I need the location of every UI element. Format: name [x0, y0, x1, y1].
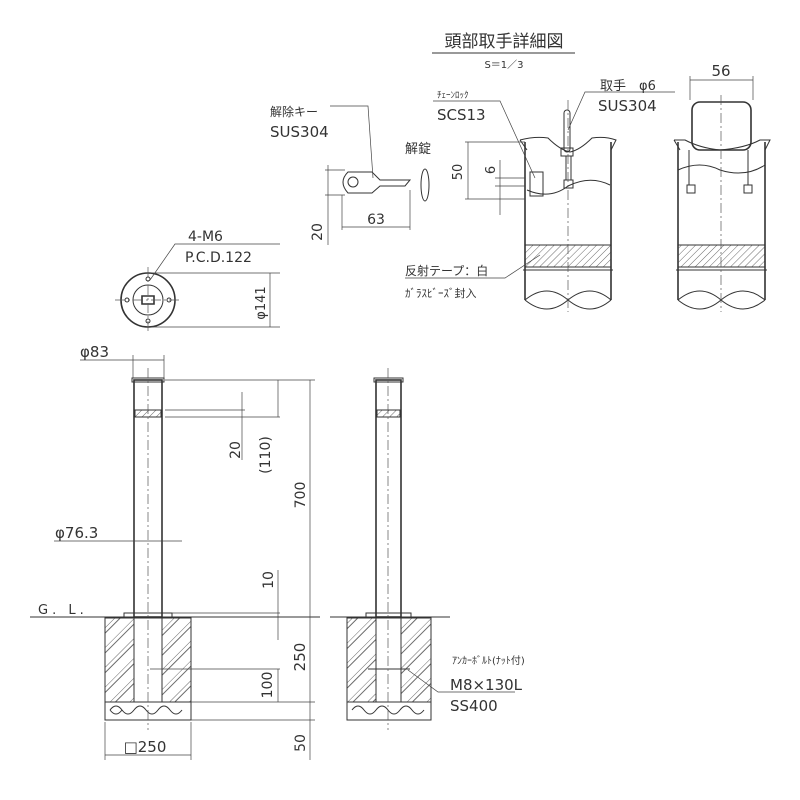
handle-loop: [691, 101, 752, 151]
flange-plan: 4-M6 P.C.D.122 φ141: [115, 229, 280, 333]
unlock-label: 解錠: [405, 142, 431, 157]
gravel-depth-dim: 50: [293, 734, 309, 752]
flange-pcd: P.C.D.122: [185, 250, 252, 266]
height-dim: 700: [293, 482, 309, 509]
glass-beads-label: ｶﾞﾗｽﾋﾞｰｽﾞ封入: [405, 286, 477, 300]
key-material: SUS304: [270, 123, 329, 141]
reflective-tape-label: 反射テープ：白: [405, 263, 488, 278]
head-detail-side: 56: [673, 62, 771, 312]
detail-scale: S＝1／3: [484, 59, 523, 71]
foundation-width-dim: □250: [124, 738, 167, 756]
anchor-material: SS400: [450, 697, 498, 715]
dim-6: 6: [484, 166, 499, 174]
base-gap-dim: 10: [261, 571, 277, 589]
head-detail-front: 50 6 取手 φ6 SUS304 ﾁｪｰﾝﾛｯｸ SCS13 反射テープ：白 …: [405, 79, 675, 312]
handle-rod: [563, 109, 571, 153]
anchor-label: ｱﾝｶｰﾎﾞﾙﾄ(ﾅｯﾄ付): [452, 654, 525, 667]
side-elevation: ｱﾝｶｰﾎﾞﾙﾄ(ﾅｯﾄ付) M8×130L SS400: [330, 368, 525, 730]
band-offset-dim: (110): [258, 436, 274, 474]
handle-material: SUS304: [598, 97, 657, 115]
detail-title: 頭部取手詳細図: [445, 32, 564, 52]
foundation-depth-dim: 250: [291, 643, 309, 672]
key-label: 解除キー: [270, 104, 318, 119]
unlock-key: 解除キー SUS304 解錠 63 20: [270, 104, 431, 245]
anchor-depth-dim: 100: [260, 672, 276, 699]
width-dim-56: 56: [711, 62, 730, 80]
pipe-diameter: φ76.3: [55, 524, 98, 542]
dim-50: 50: [451, 164, 466, 181]
key-length-dim: 63: [367, 212, 385, 228]
detail-title-block: 頭部取手詳細図 S＝1／3: [432, 32, 575, 71]
flange-diameter: φ141: [254, 286, 269, 319]
chain-lock: [529, 171, 544, 197]
front-elevation: φ83 φ76.3 20 (110) 700 10 250 100 50 □25…: [30, 343, 320, 760]
bollard-pipe-side: [375, 379, 402, 618]
flange-bolts: 4-M6: [188, 229, 223, 245]
anchor-size: M8×130L: [450, 676, 523, 694]
key-height-dim: 20: [310, 223, 326, 241]
chain-lock-label: ﾁｪｰﾝﾛｯｸ: [437, 90, 469, 101]
top-diameter: φ83: [80, 343, 109, 361]
chain-lock-material: SCS13: [437, 106, 486, 124]
ground-level-label: G. L.: [38, 603, 88, 618]
handle-label: 取手 φ6: [600, 79, 656, 94]
band-dim: 20: [228, 441, 244, 459]
